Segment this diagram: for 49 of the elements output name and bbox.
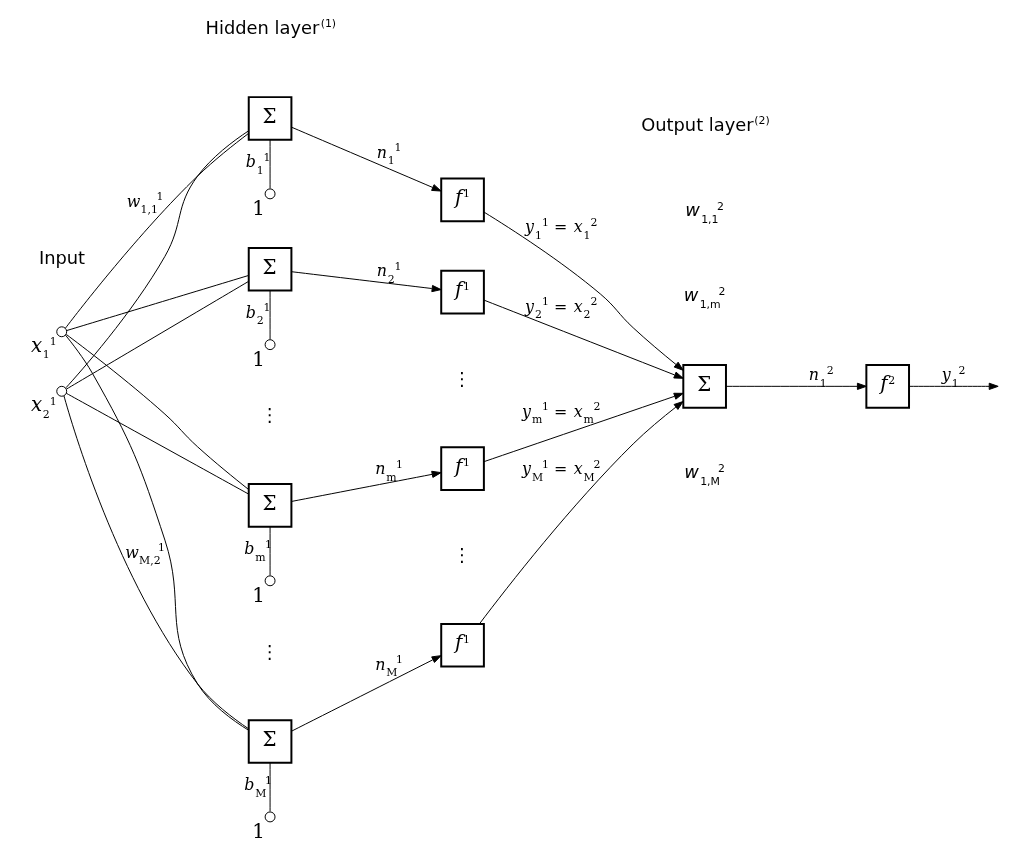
connector bbox=[269, 526, 271, 576]
arrow bbox=[290, 470, 442, 502]
arrow bbox=[908, 382, 999, 390]
node-circle bbox=[264, 811, 276, 823]
node-box: f$^{1}$ bbox=[439, 622, 485, 668]
connector bbox=[65, 333, 249, 490]
node-circle bbox=[264, 575, 276, 587]
node-box: Σ bbox=[247, 96, 292, 141]
node-label: 1 bbox=[251, 196, 265, 220]
label: ⋮ bbox=[260, 404, 278, 426]
node-box: Σ bbox=[681, 364, 727, 409]
label: Output layer$^{(2)}$ bbox=[640, 113, 770, 135]
node-box: Σ bbox=[247, 719, 292, 764]
connector bbox=[65, 392, 249, 495]
arrow bbox=[478, 401, 684, 625]
arrow bbox=[482, 211, 684, 371]
arrow bbox=[290, 271, 442, 293]
node-box: f$^{2}$ bbox=[864, 364, 910, 409]
node-box: f$^{1}$ bbox=[439, 446, 485, 491]
arrow bbox=[290, 126, 442, 192]
connector bbox=[269, 290, 271, 340]
node-box: Σ bbox=[247, 483, 292, 528]
node-circle bbox=[264, 339, 276, 351]
connector bbox=[65, 275, 249, 332]
connector bbox=[269, 139, 271, 189]
node-label: 1 bbox=[251, 583, 265, 607]
label: ⋮ bbox=[452, 544, 471, 566]
connector bbox=[62, 395, 249, 730]
connector bbox=[64, 130, 249, 389]
label: ⋮ bbox=[452, 367, 471, 389]
node-box: Σ bbox=[247, 246, 292, 292]
node-circle bbox=[55, 385, 67, 397]
connector bbox=[64, 132, 249, 329]
node-circle bbox=[55, 326, 67, 338]
connector bbox=[64, 334, 249, 731]
arrow bbox=[483, 299, 684, 379]
node-label: 1 bbox=[251, 347, 265, 371]
arrow bbox=[290, 655, 442, 732]
connector bbox=[65, 280, 249, 390]
arrow bbox=[483, 392, 684, 463]
label: Input bbox=[38, 246, 85, 268]
node-circle bbox=[264, 188, 276, 200]
node-label: 1 bbox=[251, 819, 265, 843]
arrow bbox=[725, 382, 867, 390]
node-box: f$^{1}$ bbox=[439, 269, 485, 315]
connector bbox=[269, 762, 271, 812]
label: Hidden layer$^{(1)}$ bbox=[205, 16, 336, 38]
node-box: f$^{1}$ bbox=[439, 177, 485, 223]
label: ⋮ bbox=[260, 640, 278, 662]
